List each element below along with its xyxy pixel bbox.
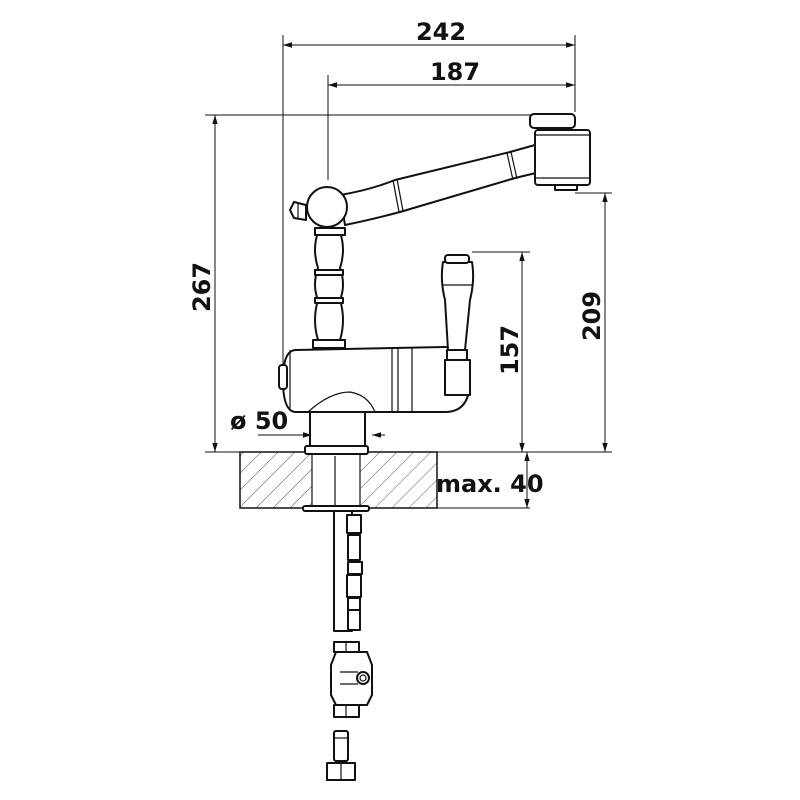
hose-fitting — [326, 730, 356, 781]
valve-block — [330, 641, 373, 718]
supply-hoses — [333, 510, 363, 632]
dimension-187: 187 — [328, 58, 575, 88]
dimension-label-209: 209 — [578, 291, 606, 341]
countertop-section — [239, 451, 438, 512]
faucet-base — [304, 411, 369, 455]
dimension-label-157: 157 — [496, 325, 524, 375]
dimension-label-187: 187 — [430, 58, 480, 86]
dimension-diameter-50: ø 50 — [230, 407, 385, 438]
dimension-max-40: max. 40 — [436, 452, 544, 508]
dimension-157: 157 — [496, 252, 525, 452]
faucet-column — [312, 227, 346, 349]
extension-lines — [205, 35, 612, 509]
dimension-label-max-40: max. 40 — [436, 470, 544, 498]
faucet-body — [278, 346, 471, 413]
dimension-label-267: 267 — [188, 262, 216, 312]
dimension-label-242: 242 — [416, 18, 466, 46]
valve-screw-icon — [356, 671, 370, 685]
dimension-267: 267 — [188, 115, 218, 452]
dimension-label-diameter-50: ø 50 — [230, 407, 288, 435]
dimension-242: 242 — [283, 18, 575, 48]
dimension-209: 209 — [578, 193, 608, 452]
pull-out-spray-head — [529, 113, 591, 191]
lever-handle[interactable] — [440, 254, 475, 396]
